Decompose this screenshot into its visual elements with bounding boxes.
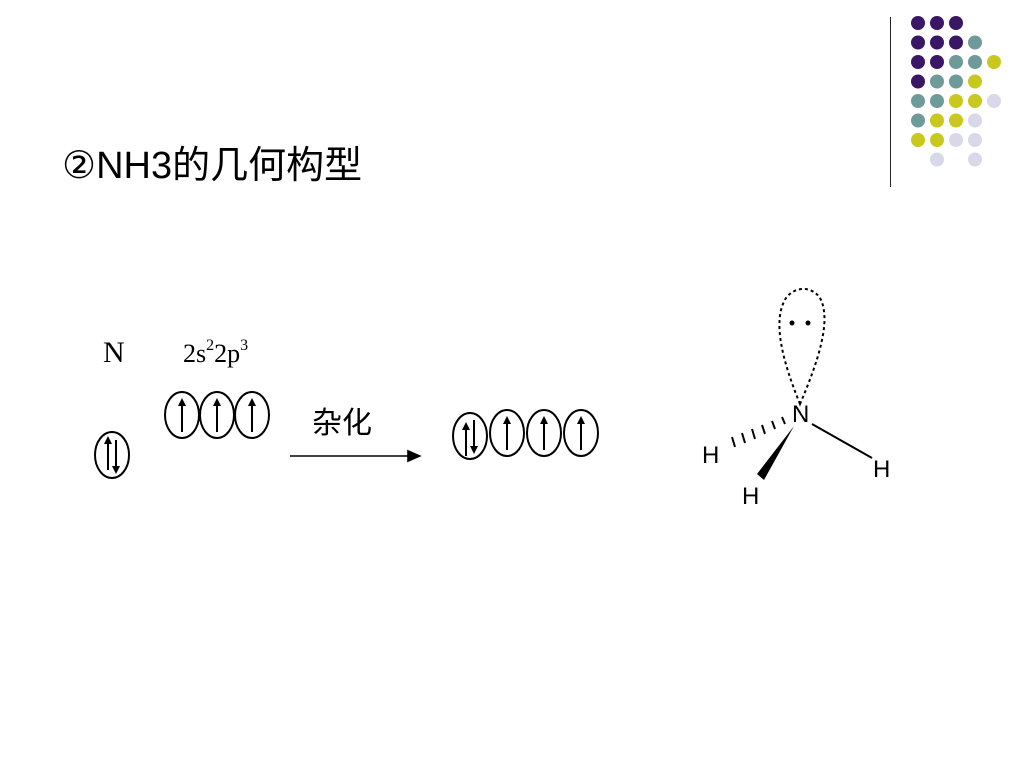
lone-pair-lobe — [778, 288, 826, 407]
config-base: 2s — [183, 339, 206, 368]
decorative-dot — [949, 74, 963, 89]
plain-bond — [811, 423, 873, 459]
decorative-dot — [911, 16, 925, 30]
decorative-dot — [968, 55, 982, 69]
decorative-dot — [930, 55, 944, 69]
decorative-dot — [949, 16, 963, 30]
decorative-dot — [987, 55, 1001, 69]
decorative-dot — [968, 152, 982, 167]
decorative-dot — [968, 94, 982, 108]
config-sup-2: 3 — [240, 337, 248, 354]
decorative-dot — [949, 55, 963, 69]
atom-h-bottom: H — [742, 483, 759, 510]
decorative-dot — [949, 133, 963, 147]
decorative-dot — [930, 94, 944, 108]
decorative-dot — [911, 94, 925, 108]
decorative-dot — [949, 94, 963, 108]
nh3-molecule: N H H H — [702, 288, 890, 510]
decorative-dot — [930, 133, 944, 147]
electron-configuration: 2s22p3 — [183, 337, 248, 368]
lone-pair-electron — [805, 320, 811, 326]
orbitals-2p — [164, 391, 270, 439]
decorative-dot — [930, 16, 944, 30]
config-sup-1: 2 — [206, 337, 214, 354]
decorative-dot — [911, 55, 925, 69]
wedge-bond — [757, 426, 794, 480]
decorative-dot — [949, 35, 963, 50]
decorative-dot — [968, 113, 982, 128]
atom-h-left: H — [702, 442, 719, 469]
decorative-dot — [949, 113, 963, 128]
decorative-dot — [911, 133, 925, 147]
lone-pair-electron — [789, 320, 795, 326]
decorative-dot — [930, 152, 944, 167]
decorative-dot — [968, 74, 982, 89]
decorative-dot — [968, 133, 982, 147]
decorative-dot — [987, 94, 1001, 108]
decorative-dot — [930, 113, 944, 128]
header-divider — [890, 17, 891, 187]
config-mid: 2p — [214, 339, 240, 368]
orbital-2s — [94, 431, 130, 479]
decorative-dot — [911, 74, 925, 89]
orbitals-sp3 — [452, 409, 599, 460]
hybridization-label: 杂化 — [312, 407, 372, 440]
decorative-dot — [930, 74, 944, 89]
decorative-dot-grid — [911, 16, 1001, 167]
decorative-dot — [911, 35, 925, 50]
decorative-dot — [930, 35, 944, 50]
decorative-dot — [911, 113, 925, 128]
element-label: N — [103, 336, 125, 369]
slide-title: ②NH3的几何构型 — [62, 145, 363, 187]
decorative-dot — [968, 35, 982, 50]
hashed-bond — [731, 416, 786, 448]
atom-h-right: H — [873, 456, 890, 483]
atom-n: N — [792, 401, 809, 428]
